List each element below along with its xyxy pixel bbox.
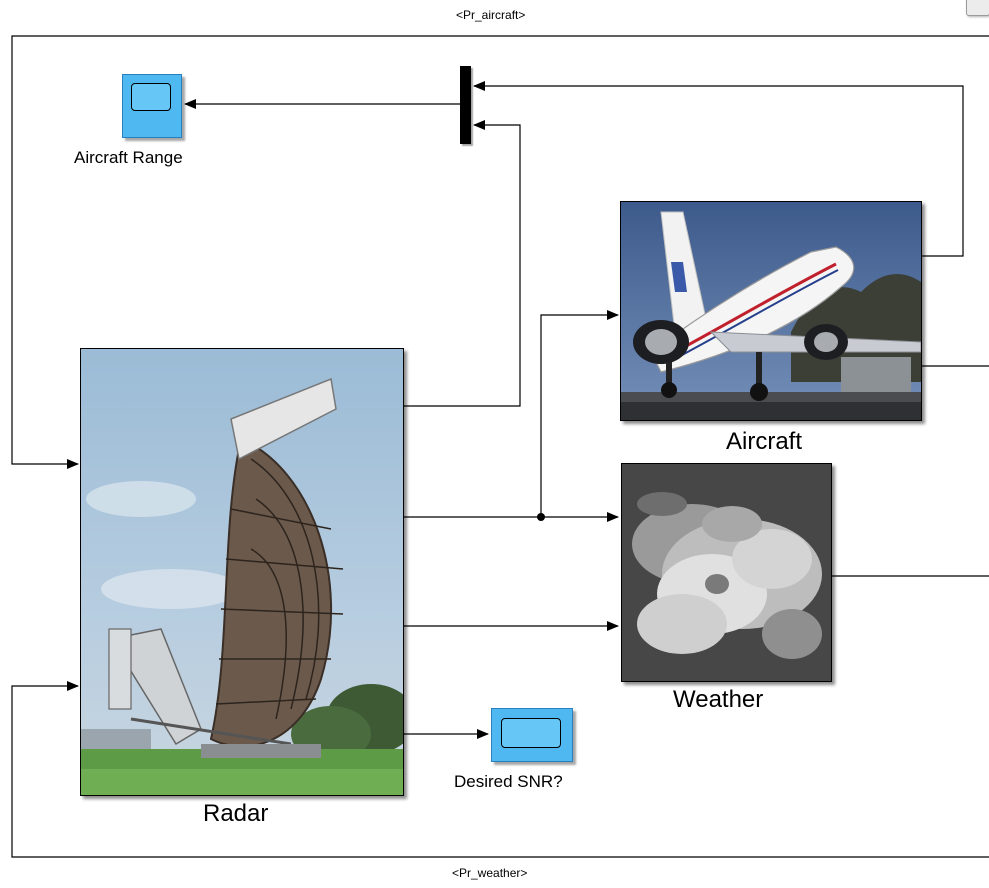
goto-label-pr-weather: <Pr_weather> bbox=[452, 866, 528, 880]
storm-satellite-image bbox=[622, 464, 831, 681]
desired-snr-label: Desired SNR? bbox=[454, 772, 563, 791]
aircraft-range-scope[interactable] bbox=[122, 74, 182, 138]
aircraft-label: Aircraft bbox=[726, 428, 803, 455]
aircraft-range-label: Aircraft Range bbox=[74, 148, 183, 167]
scope-screen-icon bbox=[131, 83, 171, 111]
branch-point bbox=[537, 513, 545, 521]
radar-label: Radar bbox=[203, 800, 269, 827]
aircraft-block[interactable] bbox=[620, 201, 922, 421]
airliner-image bbox=[621, 202, 921, 420]
wire-pr-weather-to-radar bbox=[11, 681, 989, 858]
goto-label-pr-aircraft: <Pr_aircraft> bbox=[456, 8, 526, 22]
weather-block[interactable] bbox=[621, 463, 832, 682]
scope-screen-icon bbox=[501, 718, 561, 748]
mux-block[interactable] bbox=[460, 66, 471, 144]
radar-block[interactable] bbox=[80, 348, 404, 796]
desired-snr-scope[interactable] bbox=[491, 708, 573, 762]
corner-control-button[interactable] bbox=[966, 0, 989, 16]
wire-aircraft-to-mux bbox=[473, 81, 964, 257]
wire-pr-aircraft-to-radar bbox=[11, 35, 989, 469]
wire-branch-to-aircraft bbox=[540, 310, 619, 517]
radar-antenna-image bbox=[81, 349, 403, 795]
wire-radar-to-mux bbox=[403, 120, 521, 407]
weather-label: Weather bbox=[673, 686, 764, 713]
